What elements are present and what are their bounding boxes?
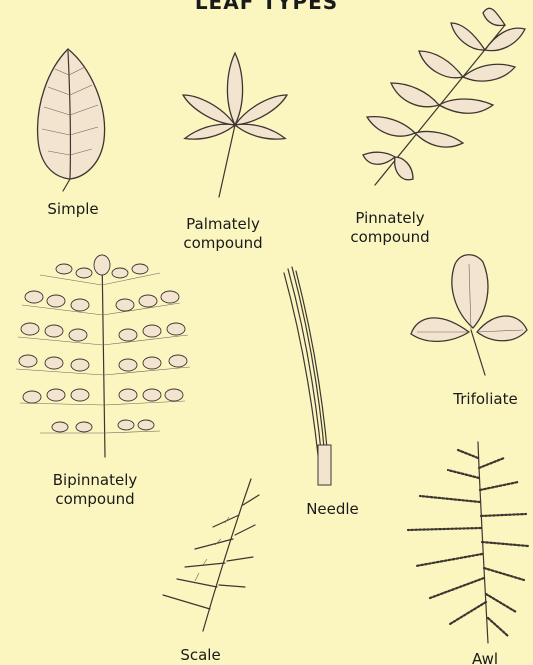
trifoliate-leaf-illustration [405, 250, 530, 380]
needle-leaf-illustration [280, 265, 340, 490]
pinnately-compound-leaf-illustration [355, 5, 530, 190]
label-needle: Needle [295, 500, 370, 519]
awl-leaf-illustration [400, 438, 533, 648]
label-simple: Simple [38, 200, 108, 219]
label-trifoliate: Trifoliate [438, 390, 533, 409]
scale-leaf-illustration [155, 475, 260, 635]
label-scale: Scale [168, 646, 233, 665]
label-pinnately-compound: Pinnately compound [340, 209, 440, 247]
palmately-compound-leaf-illustration [165, 45, 290, 205]
bipinnately-compound-leaf-illustration [10, 245, 200, 460]
label-bipinnately-compound: Bipinnately compound [40, 471, 150, 509]
label-awl: Awl [460, 650, 510, 665]
simple-leaf-illustration [30, 45, 115, 195]
